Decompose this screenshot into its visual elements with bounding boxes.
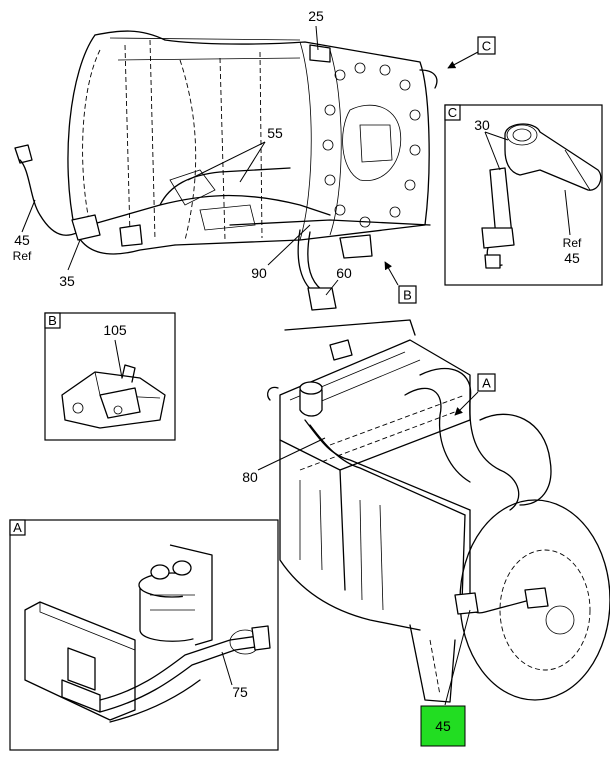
view-tag-b-detail: B [44,312,61,329]
view-a-arrow [454,391,479,416]
callout-80: 80 [242,469,258,485]
detail-b [44,312,176,441]
view-tag-a-main: A [477,373,496,392]
view-tag-a-detail: A [9,519,26,536]
view-tag-c-main: C [477,36,496,55]
view-c-arrow [447,51,479,69]
svg-text:B: B [48,313,57,328]
ref-label-right: Ref [563,236,582,250]
svg-text:A: A [13,520,22,535]
callout-90: 90 [251,265,267,281]
svg-text:45: 45 [435,718,451,734]
svg-text:C: C [448,105,457,120]
callout-75: 75 [232,684,248,700]
callout-35: 35 [59,273,75,289]
leader-lines [21,25,571,706]
detail-c [444,104,603,286]
view-tag-b-main: B [398,285,417,304]
svg-text:C: C [482,39,491,54]
ref-label-left: Ref [13,249,32,263]
callout-30: 30 [474,117,490,133]
callout-45-ref-right: 45 [564,250,580,266]
transmission-drawing [14,30,438,311]
callout-105: 105 [103,322,127,338]
view-b-arrow [384,261,399,286]
callout-25: 25 [308,8,324,24]
svg-text:A: A [482,376,491,391]
detail-a [9,519,279,751]
callout-45-highlight[interactable]: 45 [420,705,466,747]
callout-45-ref-left: 45 [14,232,30,248]
svg-text:B: B [403,288,412,303]
view-tag-c-detail: C [444,104,461,121]
callout-55: 55 [267,125,283,141]
callout-60: 60 [336,265,352,281]
engine-drawing [267,319,610,703]
